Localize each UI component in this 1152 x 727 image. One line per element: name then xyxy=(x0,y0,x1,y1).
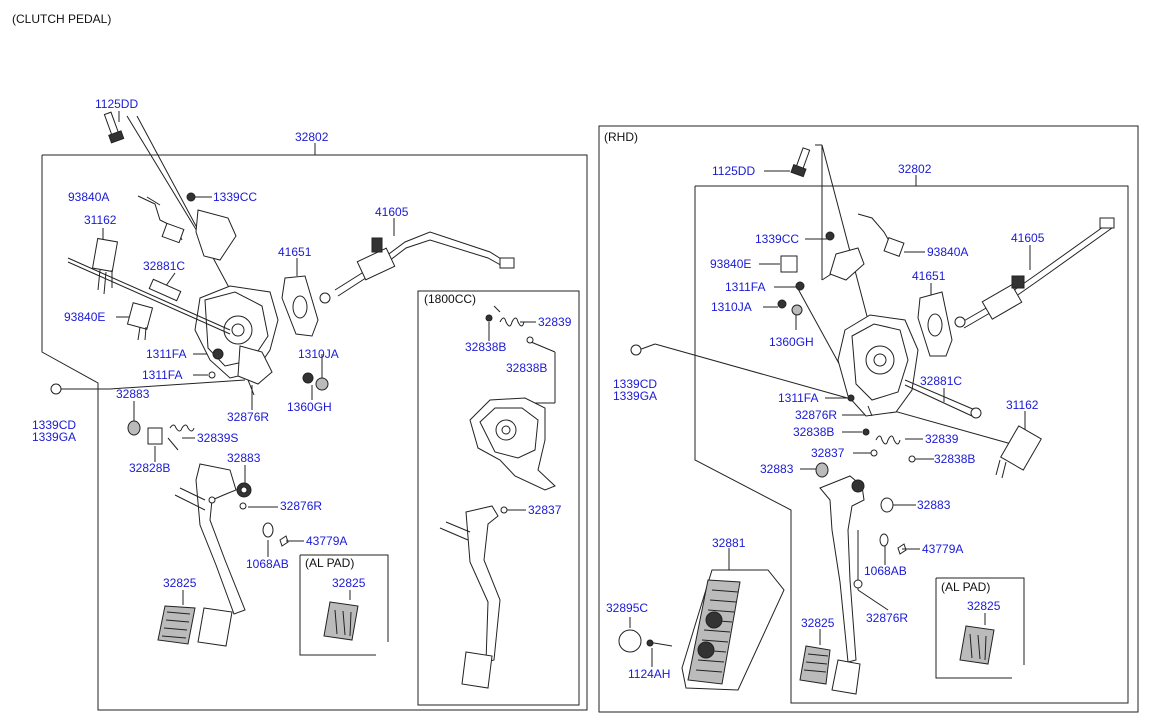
part-label-32839-1800cc[interactable]: 32839 xyxy=(538,315,572,329)
mid-assembly-parts xyxy=(439,305,556,689)
part-label-32876r-upper[interactable]: 32876R xyxy=(227,410,270,424)
part-label-41651[interactable]: 41651 xyxy=(278,245,312,259)
part-label-32838b-rhd-right[interactable]: 32838B xyxy=(934,452,976,466)
part-label-1339cc-rhd[interactable]: 1339CC xyxy=(755,232,800,246)
diagram-title: (CLUTCH PEDAL) xyxy=(12,12,112,26)
part-label-1124ah-rhd[interactable]: 1124AH xyxy=(628,667,671,681)
part-label-32876r-rhd-lower[interactable]: 32876R xyxy=(866,611,909,625)
part-label-32881c-rhd[interactable]: 32881C xyxy=(920,374,963,388)
part-label-1311fa-rhd-lower[interactable]: 1311FA xyxy=(778,391,819,405)
part-label-41605-rhd[interactable]: 41605 xyxy=(1011,231,1045,245)
part-label-32825[interactable]: 32825 xyxy=(163,576,197,590)
part-label-1311fa-upper[interactable]: 1311FA xyxy=(146,347,187,361)
part-label-32876r-rhd-upper[interactable]: 32876R xyxy=(795,408,838,422)
part-label-32828b[interactable]: 32828B xyxy=(129,461,171,475)
part-label-43779a[interactable]: 43779A xyxy=(306,534,348,548)
section-al-pad-left-label: (AL PAD) xyxy=(305,556,355,570)
part-label-93840a-rhd[interactable]: 93840A xyxy=(927,245,969,259)
leader-lines-mid xyxy=(488,321,556,511)
leader-lines-left xyxy=(60,111,395,605)
frame-lines xyxy=(41,125,1139,713)
part-label-1125dd[interactable]: 1125DD xyxy=(95,97,139,111)
part-label-32837-1800cc[interactable]: 32837 xyxy=(528,503,562,517)
left-assembly-parts xyxy=(50,111,515,647)
part-label-32802-rhd[interactable]: 32802 xyxy=(898,162,932,176)
section-rhd-label: (RHD) xyxy=(604,130,638,144)
part-label-1339cd[interactable]: 1339CD xyxy=(32,418,77,432)
part-label-32883-right[interactable]: 32883 xyxy=(227,451,261,465)
part-label-1339cd-rhd[interactable]: 1339CD xyxy=(613,377,658,391)
part-label-32839-rhd[interactable]: 32839 xyxy=(925,432,959,446)
part-label-32802[interactable]: 32802 xyxy=(295,130,329,144)
part-label-93840e[interactable]: 93840E xyxy=(64,310,106,324)
part-label-1310ja[interactable]: 1310JA xyxy=(298,347,339,361)
part-label-1311fa-rhd-upper[interactable]: 1311FA xyxy=(725,280,766,294)
part-label-1068ab-rhd[interactable]: 1068AB xyxy=(864,564,907,578)
part-label-1311fa-lower[interactable]: 1311FA xyxy=(142,368,183,382)
part-label-32883-rhd-left[interactable]: 32883 xyxy=(760,462,794,476)
part-label-32825-al-pad[interactable]: 32825 xyxy=(332,576,366,590)
part-label-1125dd-rhd[interactable]: 1125DD xyxy=(712,164,756,178)
part-label-41651-rhd[interactable]: 41651 xyxy=(912,269,946,283)
part-label-32838b-rhd-left[interactable]: 32838B xyxy=(793,425,835,439)
part-label-1339ga[interactable]: 1339GA xyxy=(32,430,77,444)
part-label-32895c-rhd[interactable]: 32895C xyxy=(606,601,649,615)
part-label-32839s[interactable]: 32839S xyxy=(197,431,239,445)
part-label-1339cc[interactable]: 1339CC xyxy=(213,190,258,204)
part-label-32881-rhd[interactable]: 32881 xyxy=(712,536,746,550)
part-label-1068ab[interactable]: 1068AB xyxy=(246,557,289,571)
section-1800cc-label: (1800CC) xyxy=(424,292,477,306)
part-label-32838b-1800cc-lower[interactable]: 32838B xyxy=(506,361,548,375)
part-label-32883-left[interactable]: 32883 xyxy=(116,387,150,401)
part-label-41605[interactable]: 41605 xyxy=(375,205,409,219)
right-assembly-parts xyxy=(618,147,1115,695)
part-label-31162[interactable]: 31162 xyxy=(84,213,117,227)
part-label-1360gh[interactable]: 1360GH xyxy=(287,400,332,414)
part-label-32837-rhd[interactable]: 32837 xyxy=(811,446,845,460)
part-label-1310ja-rhd[interactable]: 1310JA xyxy=(711,300,752,314)
part-label-32876r-lower[interactable]: 32876R xyxy=(280,499,323,513)
part-label-31162-rhd[interactable]: 31162 xyxy=(1006,398,1039,412)
part-label-32883-rhd-right[interactable]: 32883 xyxy=(917,498,951,512)
part-label-43779a-rhd[interactable]: 43779A xyxy=(922,542,964,556)
part-label-32825-rhd[interactable]: 32825 xyxy=(801,616,835,630)
section-al-pad-right-label: (AL PAD) xyxy=(941,580,991,594)
part-label-1360gh-rhd[interactable]: 1360GH xyxy=(769,335,814,349)
part-label-32881c[interactable]: 32881C xyxy=(143,259,186,273)
part-label-93840a[interactable]: 93840A xyxy=(68,190,110,204)
part-label-93840e-rhd[interactable]: 93840E xyxy=(710,257,752,271)
part-label-32838b-1800cc-upper[interactable]: 32838B xyxy=(465,340,507,354)
part-label-1339ga-rhd[interactable]: 1339GA xyxy=(613,389,658,403)
part-label-32825-rhd-al-pad[interactable]: 32825 xyxy=(967,599,1001,613)
